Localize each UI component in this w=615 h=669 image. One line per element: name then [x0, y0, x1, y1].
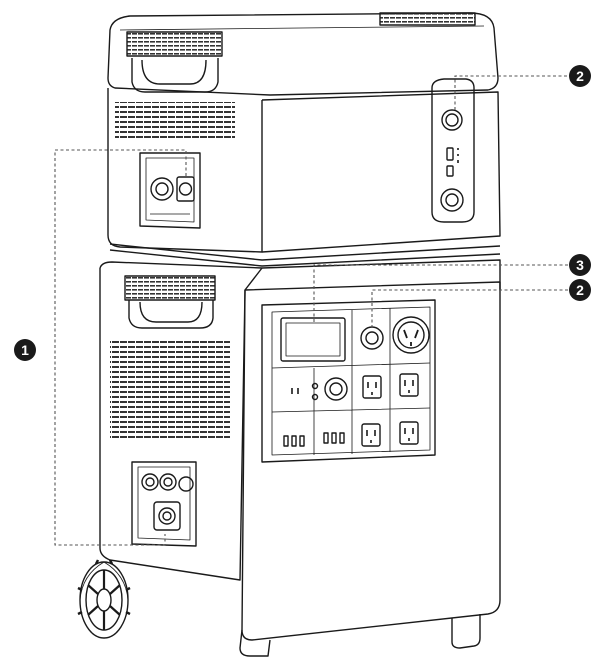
- upper-battery-module: [107, 12, 501, 267]
- leader-line-1: [54, 149, 187, 546]
- upper-side-vent: [115, 102, 235, 138]
- main-front-panel: [261, 299, 436, 463]
- lower-side-port-panel: [131, 461, 197, 547]
- dc-knob-icon: [324, 377, 348, 401]
- usb-ports-icon-1: [283, 435, 305, 447]
- leader-line-2a: [454, 75, 568, 110]
- ac-outlet-icon-4: [399, 421, 419, 445]
- upper-handle-right: [379, 12, 476, 26]
- leader-line-3: [313, 264, 568, 322]
- usb-ports-icon-2: [323, 432, 345, 444]
- ac-outlet-icon-2: [399, 373, 419, 397]
- upper-handle-left: [126, 31, 223, 93]
- leader-line-2b: [371, 289, 568, 328]
- upper-power-button-icon: [441, 109, 463, 131]
- upper-round-connector-icon: [150, 177, 174, 201]
- upper-status-led-icon: [446, 147, 454, 161]
- upper-side-port-panel: [139, 152, 201, 229]
- wheel: [77, 559, 131, 639]
- lower-side-vent: [110, 338, 230, 438]
- callout-1: 1: [14, 339, 36, 361]
- callout-1-label: 1: [21, 342, 29, 358]
- lower-square-connector-icon: [153, 501, 181, 531]
- callout-3-label: 3: [576, 257, 584, 273]
- upper-square-connector-icon: [176, 176, 195, 202]
- callout-2a-label: 2: [576, 68, 584, 84]
- main-power-button-icon: [360, 326, 384, 350]
- lower-power-station: [77, 259, 501, 657]
- leader-lines: [54, 75, 568, 546]
- ac-outlet-icon-1: [362, 375, 382, 399]
- lower-round-port-icon-1: [141, 473, 159, 491]
- callout-2b-label: 2: [576, 282, 584, 298]
- lower-round-port-icon-3: [178, 476, 194, 492]
- lower-round-port-icon-2: [159, 473, 177, 491]
- callout-2a: 2: [569, 65, 591, 87]
- callout-2b: 2: [569, 279, 591, 301]
- upper-front-panel: [431, 78, 475, 223]
- rv-outlet-icon: [392, 316, 430, 354]
- callout-3: 3: [569, 254, 591, 276]
- upper-dc-port-icon: [440, 188, 464, 212]
- lower-handle: [124, 275, 216, 329]
- lcd-display: [280, 317, 346, 362]
- ac-outlet-icon-3: [361, 423, 381, 447]
